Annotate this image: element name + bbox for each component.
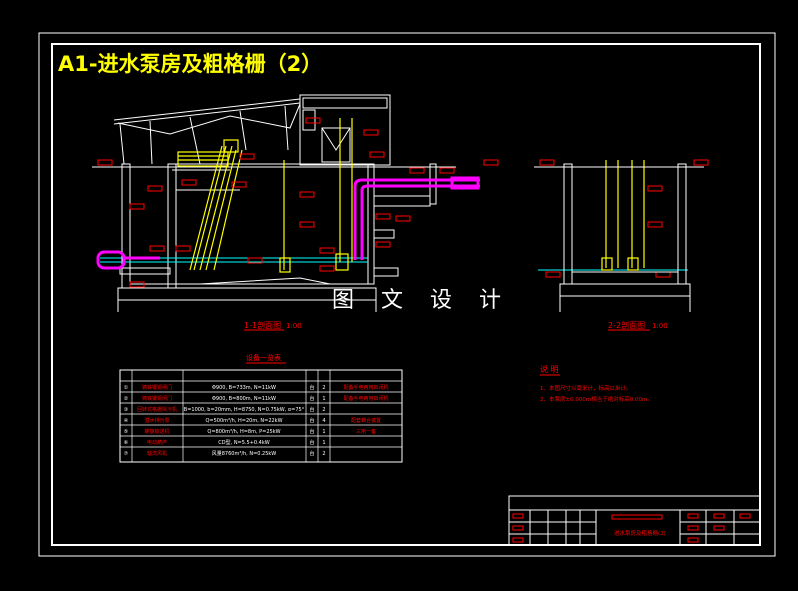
section-1-1-drawing [92,94,456,312]
table-cell: 2 [322,451,325,457]
table-cell: 2 [322,407,325,413]
equipment-table: 设备一览表 ① 铸铁镶铜闸门 Φ900, B=733m, N=11kW 台 2 配备手电两… [119,353,403,463]
table-cell: 台 [309,384,314,391]
table-cell: ⑥ [124,440,129,446]
table-cell: ② [124,396,129,402]
page-title: A1-进水泵房及粗格栅（2） [58,52,323,76]
inner-frame [51,43,761,546]
table-cell: 台 [309,450,314,457]
equipment-drawing [177,118,645,273]
table-cell: CD型, N=5.5+0.4kW [218,439,269,446]
table-cell: 铸铁镶铜闸门 [142,384,172,391]
table-cell: Φ900, B=733m, N=11kW [212,385,276,391]
table-cell: 台 [309,395,314,402]
table-cell: 4 [322,418,325,424]
table-cell: 台 [309,417,314,424]
section-label-group: 1-1剖面图 1:00 2-2剖面图 1:00 [244,320,668,331]
section-2-2-drawing [534,163,704,312]
table-cell: ⑤ [124,429,128,435]
table-cell: 台 [309,428,314,435]
table-cell: ① [124,385,129,391]
table-cell: Φ900, B=800m, N=11kW [212,396,276,402]
table-cell: 1 [322,396,325,402]
table-cell: ④ [124,418,129,424]
table-cell: Q=500m³/h, H=20m, N=22kW [205,418,282,424]
notes-heading: 说 明 [540,364,559,374]
table-cell: 台 [309,406,314,413]
table-cell: ⑦ [124,451,129,457]
table-cell: 铸铁镶铜闸门 [142,395,172,402]
table-cell: 2 [322,385,325,391]
table-cell: B=1000, b=20mm, H=8750, N=0.75kW, α=75° [184,407,305,413]
table-cell: ③ [124,407,128,413]
table-cell: 三用一备 [356,428,376,435]
notes: 说 明 1、本图尺寸以毫米计，标高以米计。 2、本泵房±0.000m相当于绝对标… [540,364,653,403]
table-cell: 螺旋输送机 [144,428,169,435]
note-item: 2、本泵房±0.000m相当于绝对标高0.00m。 [540,395,653,403]
table-cell: 配套耦合装置 [351,417,381,424]
table-cell: 潜水排污泵 [144,417,169,424]
table-cell: 配备手电两用启闭机 [343,395,388,402]
table-cell: 轴流风机 [147,450,167,457]
watermark: 图 文 设 计 [332,288,511,313]
section-2-2-scale: 1:00 [652,322,668,330]
table-cell: Q=800m³/h, H=8m, P=25kW [207,429,280,435]
table-rows: ① 铸铁镶铜闸门 Φ900, B=733m, N=11kW 台 2 配备手电两用启闭机 ② 铸… [124,384,389,457]
drawing-name: 进水泵房及粗格栅(2) [614,529,666,537]
note-item: 1、本图尺寸以毫米计，标高以米计。 [540,384,632,392]
equipment-table-caption: 设备一览表 [246,353,281,362]
table-cell: 1 [322,440,325,446]
section-2-2-label: 2-2剖面图 [608,320,645,330]
title-block: 进水泵房及粗格栅(2) [508,495,761,546]
table-cell: 配备手电两用启闭机 [343,384,388,391]
section-1-1-label: 1-1剖面图 [244,320,281,330]
pipes [96,176,480,270]
section-1-1-scale: 1:00 [286,322,302,330]
table-cell: 风量8760m³/h, N=0.25kW [212,450,277,457]
outer-frame [38,32,776,557]
table-cell: 台 [309,439,314,446]
table-cell: 回转式格栅除污机 [137,406,177,413]
annotation-markers [97,117,709,288]
table-cell: 1 [322,429,325,435]
table-cell: 电动葫芦 [147,439,167,446]
